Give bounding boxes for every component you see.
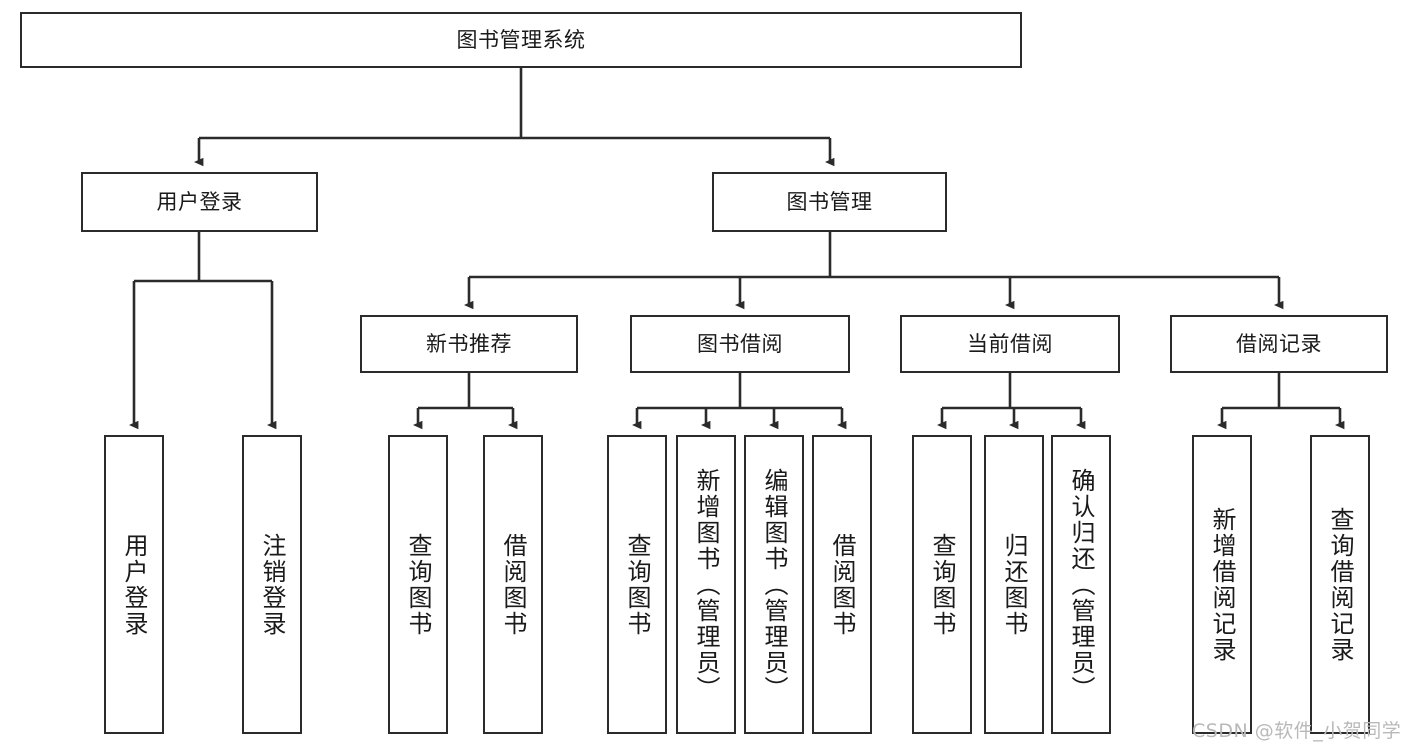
node-leaf-confirm-return[interactable]: 确认归还（管理员） [1051,435,1111,734]
node-book-borrow[interactable]: 图书借阅 [630,315,850,373]
node-leaf-query-book-3[interactable]: 查询图书 [912,435,972,734]
node-leaf-add-book-label: 新增图书（管理员） [692,467,720,702]
node-leaf-edit-book[interactable]: 编辑图书（管理员） [744,435,804,734]
node-book-manage-label: 图书管理 [786,189,873,214]
node-leaf-query-book-2[interactable]: 查询图书 [607,435,667,734]
node-leaf-add-record[interactable]: 新增借阅记录 [1192,435,1252,734]
node-current-borrow[interactable]: 当前借阅 [900,315,1120,373]
node-new-book-recommend-label: 新书推荐 [426,331,512,356]
node-leaf-query-record[interactable]: 查询借阅记录 [1310,435,1370,734]
node-book-manage[interactable]: 图书管理 [712,172,947,232]
node-leaf-return-book-label: 归还图书 [1000,532,1028,637]
node-leaf-borrow-book-1[interactable]: 借阅图书 [483,435,543,734]
node-user-login[interactable]: 用户登录 [81,172,318,232]
node-root-label: 图书管理系统 [456,27,586,52]
node-leaf-query-book-1[interactable]: 查询图书 [388,435,448,734]
node-borrow-record-label: 借阅记录 [1236,331,1322,356]
node-leaf-user-login[interactable]: 用户登录 [104,435,164,734]
node-borrow-record[interactable]: 借阅记录 [1170,315,1388,373]
node-new-book-recommend[interactable]: 新书推荐 [360,315,578,373]
node-leaf-query-book-2-label: 查询图书 [623,532,651,637]
node-leaf-return-book[interactable]: 归还图书 [984,435,1044,734]
node-leaf-borrow-book-1-label: 借阅图书 [499,532,527,637]
node-leaf-query-book-3-label: 查询图书 [928,532,956,637]
node-leaf-logout[interactable]: 注销登录 [242,435,302,734]
node-leaf-borrow-book-2-label: 借阅图书 [828,532,856,637]
node-leaf-add-book[interactable]: 新增图书（管理员） [676,435,736,734]
node-leaf-logout-label: 注销登录 [258,532,286,637]
node-user-login-label: 用户登录 [156,189,243,214]
node-leaf-user-login-label: 用户登录 [120,532,148,637]
node-root[interactable]: 图书管理系统 [20,12,1022,68]
node-leaf-query-book-1-label: 查询图书 [404,532,432,637]
node-book-borrow-label: 图书借阅 [697,331,783,356]
node-leaf-add-record-label: 新增借阅记录 [1208,506,1236,663]
node-current-borrow-label: 当前借阅 [967,331,1053,356]
node-leaf-borrow-book-2[interactable]: 借阅图书 [812,435,872,734]
node-leaf-edit-book-label: 编辑图书（管理员） [760,467,788,702]
node-leaf-confirm-return-label: 确认归还（管理员） [1067,467,1095,702]
node-leaf-query-record-label: 查询借阅记录 [1326,506,1354,663]
